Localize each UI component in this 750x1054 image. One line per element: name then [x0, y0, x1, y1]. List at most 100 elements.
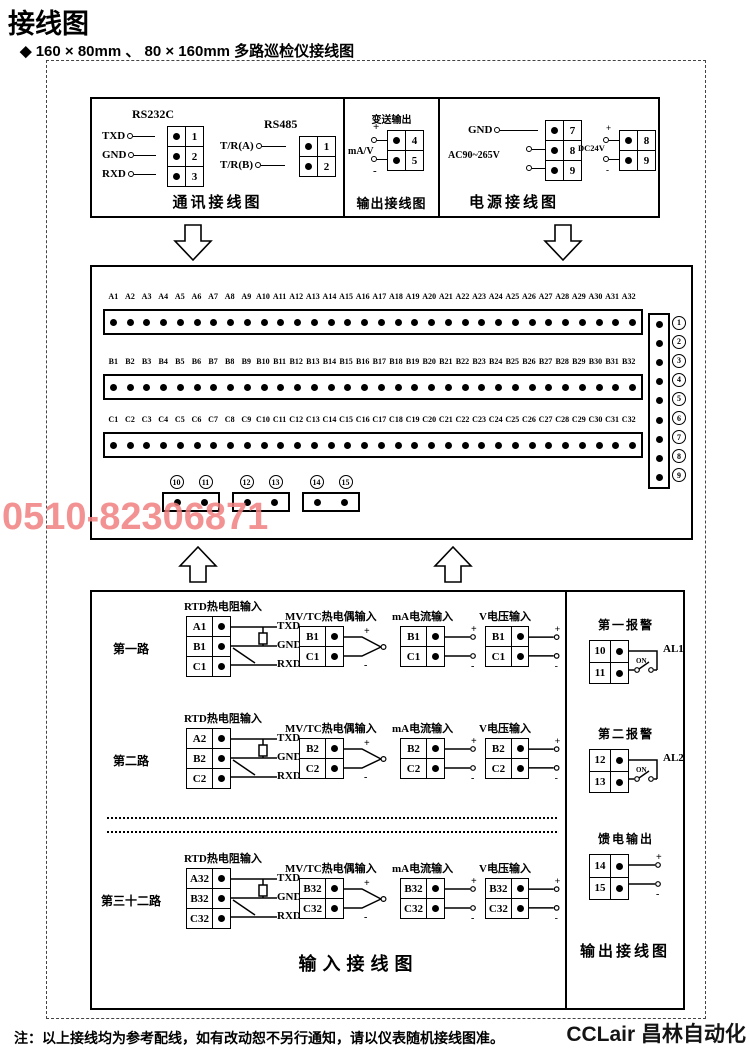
terminal-dot [361, 383, 369, 391]
terminal-dot [528, 383, 536, 391]
svg-text:ON: ON [636, 766, 647, 774]
rs485-terminal-table: 1 2 [299, 136, 336, 177]
terminal-label: C17 [372, 415, 387, 424]
input-wiring-section: 输入接线图 第一路 RTD热电阻输入 A1 B1 C1 TXD GND [92, 592, 567, 1008]
terminal-dot [478, 383, 486, 391]
terminal-dot [428, 383, 436, 391]
terminal-label: C22 [455, 415, 470, 424]
terminal-label: C2 [186, 768, 213, 789]
terminal-label: A28 [555, 292, 570, 301]
terminal-dot [428, 318, 436, 326]
terminal-dot [361, 318, 369, 326]
terminal-label: A30 [588, 292, 603, 301]
terminal-dot [495, 441, 503, 449]
terminal-dot [616, 669, 623, 677]
wire [532, 167, 546, 169]
terminal-label: C30 [588, 415, 603, 424]
terminal-dot [176, 318, 184, 326]
terminal-label: B32 [400, 878, 427, 899]
rtd-wire-label: RXD [277, 658, 301, 670]
terminal-label: B24 [489, 357, 503, 366]
terminal-dot [516, 653, 524, 661]
plus-sign: + [471, 738, 477, 747]
terminal-dot [193, 441, 201, 449]
terminal-dot [341, 498, 348, 506]
terminal-dot [193, 383, 201, 391]
terminal-label: C5 [174, 415, 185, 424]
terminal-label: C15 [339, 415, 353, 424]
terminal-dot [294, 441, 302, 449]
plus-sign: + [471, 878, 477, 887]
terminal-label: B2 [485, 738, 512, 759]
terminal-label: C20 [422, 415, 437, 424]
terminal-dot [411, 383, 419, 391]
terminal-label: B23 [472, 357, 486, 366]
page-subtitle: ◆ 160 × 80mm 、 80 × 160mm 多路巡检仪接线图 [20, 43, 355, 60]
rs232-signal: GND [102, 149, 127, 161]
voltage-input-group: V电压输入 B2 C2 + - [479, 720, 567, 784]
terminal-dot [461, 383, 469, 391]
terminal-label: A32 [186, 868, 213, 889]
wire-endpoint-icon [603, 156, 609, 162]
terminal-dot [143, 441, 151, 449]
pin-number: 7 [563, 120, 582, 141]
transmit-output-box: 变送输出 mA/V + - 4 5 输出接线图 [345, 97, 440, 218]
terminal-dot [277, 441, 285, 449]
current-terminal-table: B1 C1 [400, 626, 445, 667]
rtd-wiring-drawing [231, 738, 277, 778]
minus-sign: - [471, 773, 474, 784]
output-wiring-section: 第一报警 10 11 AL1 ON [567, 592, 685, 1008]
pin-number: 13 [589, 770, 611, 793]
terminal-label: C32 [485, 898, 512, 919]
terminal-label: A14 [322, 292, 337, 301]
pin-number: 14 [589, 854, 611, 878]
terminal-dot [432, 885, 439, 893]
voltage-input-group: V电压输入 B1 C1 + - [479, 608, 567, 672]
terminal-dot [210, 441, 218, 449]
terminal-dot [444, 383, 452, 391]
terminal-dot [655, 397, 663, 405]
terminal-dot [218, 623, 225, 631]
footer-note: 注：以上接线均为参考配线，如有改动恕不另行通知，请以仪表随机接线图准。 [14, 1032, 504, 1047]
circled-pin-number: 9 [672, 468, 686, 483]
circled-pin-number: 1 [672, 315, 686, 330]
down-arrow-icon [173, 224, 213, 262]
terminal-dot [109, 383, 117, 391]
thermocouple-input-title: MV/TC热电偶输入 [285, 863, 377, 875]
terminal-label: C24 [488, 415, 503, 424]
terminal-strip-small [162, 492, 220, 512]
terminal-dot [126, 441, 134, 449]
wire-endpoint-icon [371, 156, 377, 162]
terminal-label: A24 [488, 292, 503, 301]
terminal-strip-small [302, 492, 360, 512]
terminal-dot [394, 441, 402, 449]
terminal-dot [294, 383, 302, 391]
terminal-dot [310, 441, 318, 449]
terminal-dot [174, 498, 181, 506]
current-wiring-drawing: + - [445, 738, 477, 784]
terminal-label: A6 [191, 292, 202, 301]
terminal-label: C10 [256, 415, 270, 424]
rtd-input-title: RTD热电阻输入 [184, 713, 262, 725]
transmit-box-title: 输出接线图 [356, 196, 427, 211]
terminal-dot [432, 653, 439, 661]
thermocouple-probe-drawing: + - [344, 878, 387, 923]
minus-sign: - [606, 165, 609, 175]
alarm2-terminal-table: 12 13 [589, 749, 629, 793]
alarm2-group: 第二报警 12 13 AL2 ON [567, 725, 685, 793]
wire [377, 139, 389, 141]
transmit-output-label: 变送输出 [371, 115, 412, 126]
wire-endpoint-icon [494, 127, 501, 133]
terminal-dot [394, 318, 402, 326]
minus-sign: - [364, 660, 367, 671]
feed-terminal-table: 14 15 [589, 854, 629, 900]
plus-sign: + [373, 121, 380, 133]
terminal-dot [444, 318, 452, 326]
terminal-label: B17 [372, 357, 386, 366]
up-arrow-icon [433, 545, 473, 583]
terminal-dot [218, 875, 225, 883]
terminal-label: C21 [438, 415, 453, 424]
pin-number: 9 [637, 150, 656, 171]
terminal-dot [331, 745, 338, 753]
